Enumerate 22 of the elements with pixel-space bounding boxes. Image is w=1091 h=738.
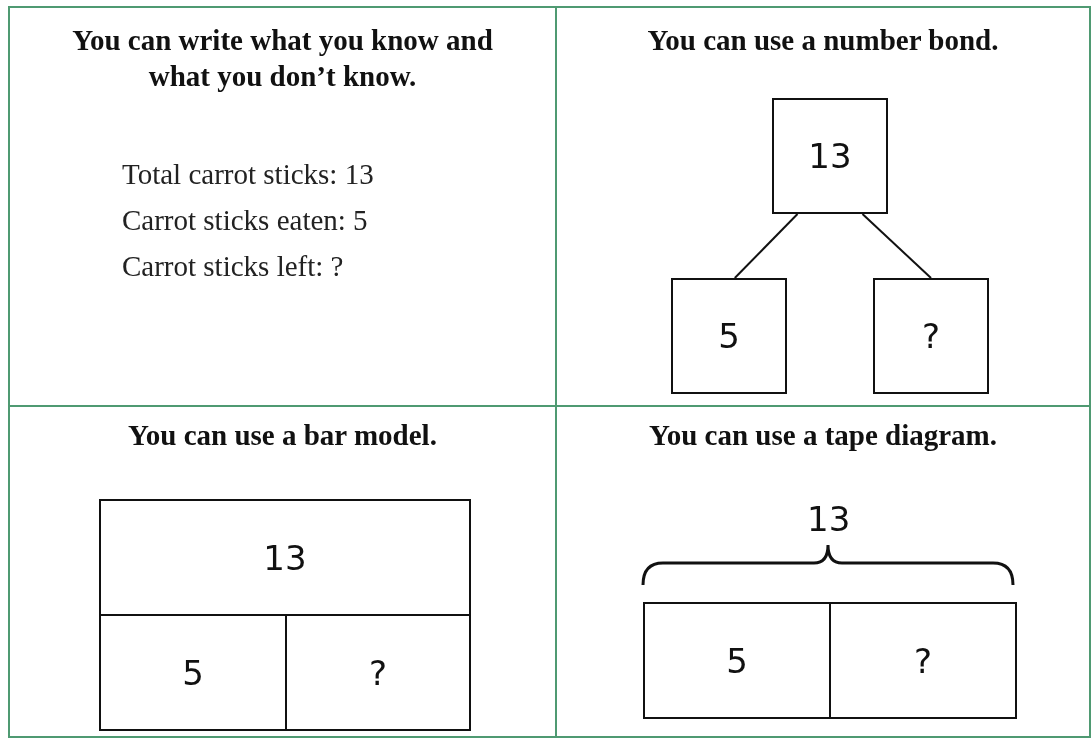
total-label: 13	[807, 499, 851, 539]
connector-line	[733, 213, 799, 279]
number-box: 5	[643, 602, 831, 719]
panel-heading: You can write what you know and what you don’t know.	[71, 23, 494, 94]
number-box: ?	[873, 278, 989, 394]
number-box: 13	[99, 499, 471, 616]
strategy-panel	[8, 6, 557, 407]
panel-heading: You can use a number bond.	[646, 23, 1000, 58]
number-box: ?	[285, 614, 471, 731]
info-line: Carrot sticks left: ?	[122, 249, 344, 284]
connector-line	[861, 213, 932, 279]
strategy-panel	[555, 405, 1091, 738]
number-box: 5	[99, 614, 287, 731]
info-line: Total carrot sticks: 13	[122, 157, 374, 192]
panel-heading: You can use a bar model.	[127, 418, 438, 453]
info-line: Carrot sticks eaten: 5	[122, 203, 368, 238]
strategy-panel	[8, 405, 557, 738]
number-box: ?	[829, 602, 1017, 719]
number-box: 5	[671, 278, 787, 394]
panel-heading: You can use a tape diagram.	[648, 418, 998, 453]
strategy-panel	[555, 6, 1091, 407]
number-box: 13	[772, 98, 888, 214]
